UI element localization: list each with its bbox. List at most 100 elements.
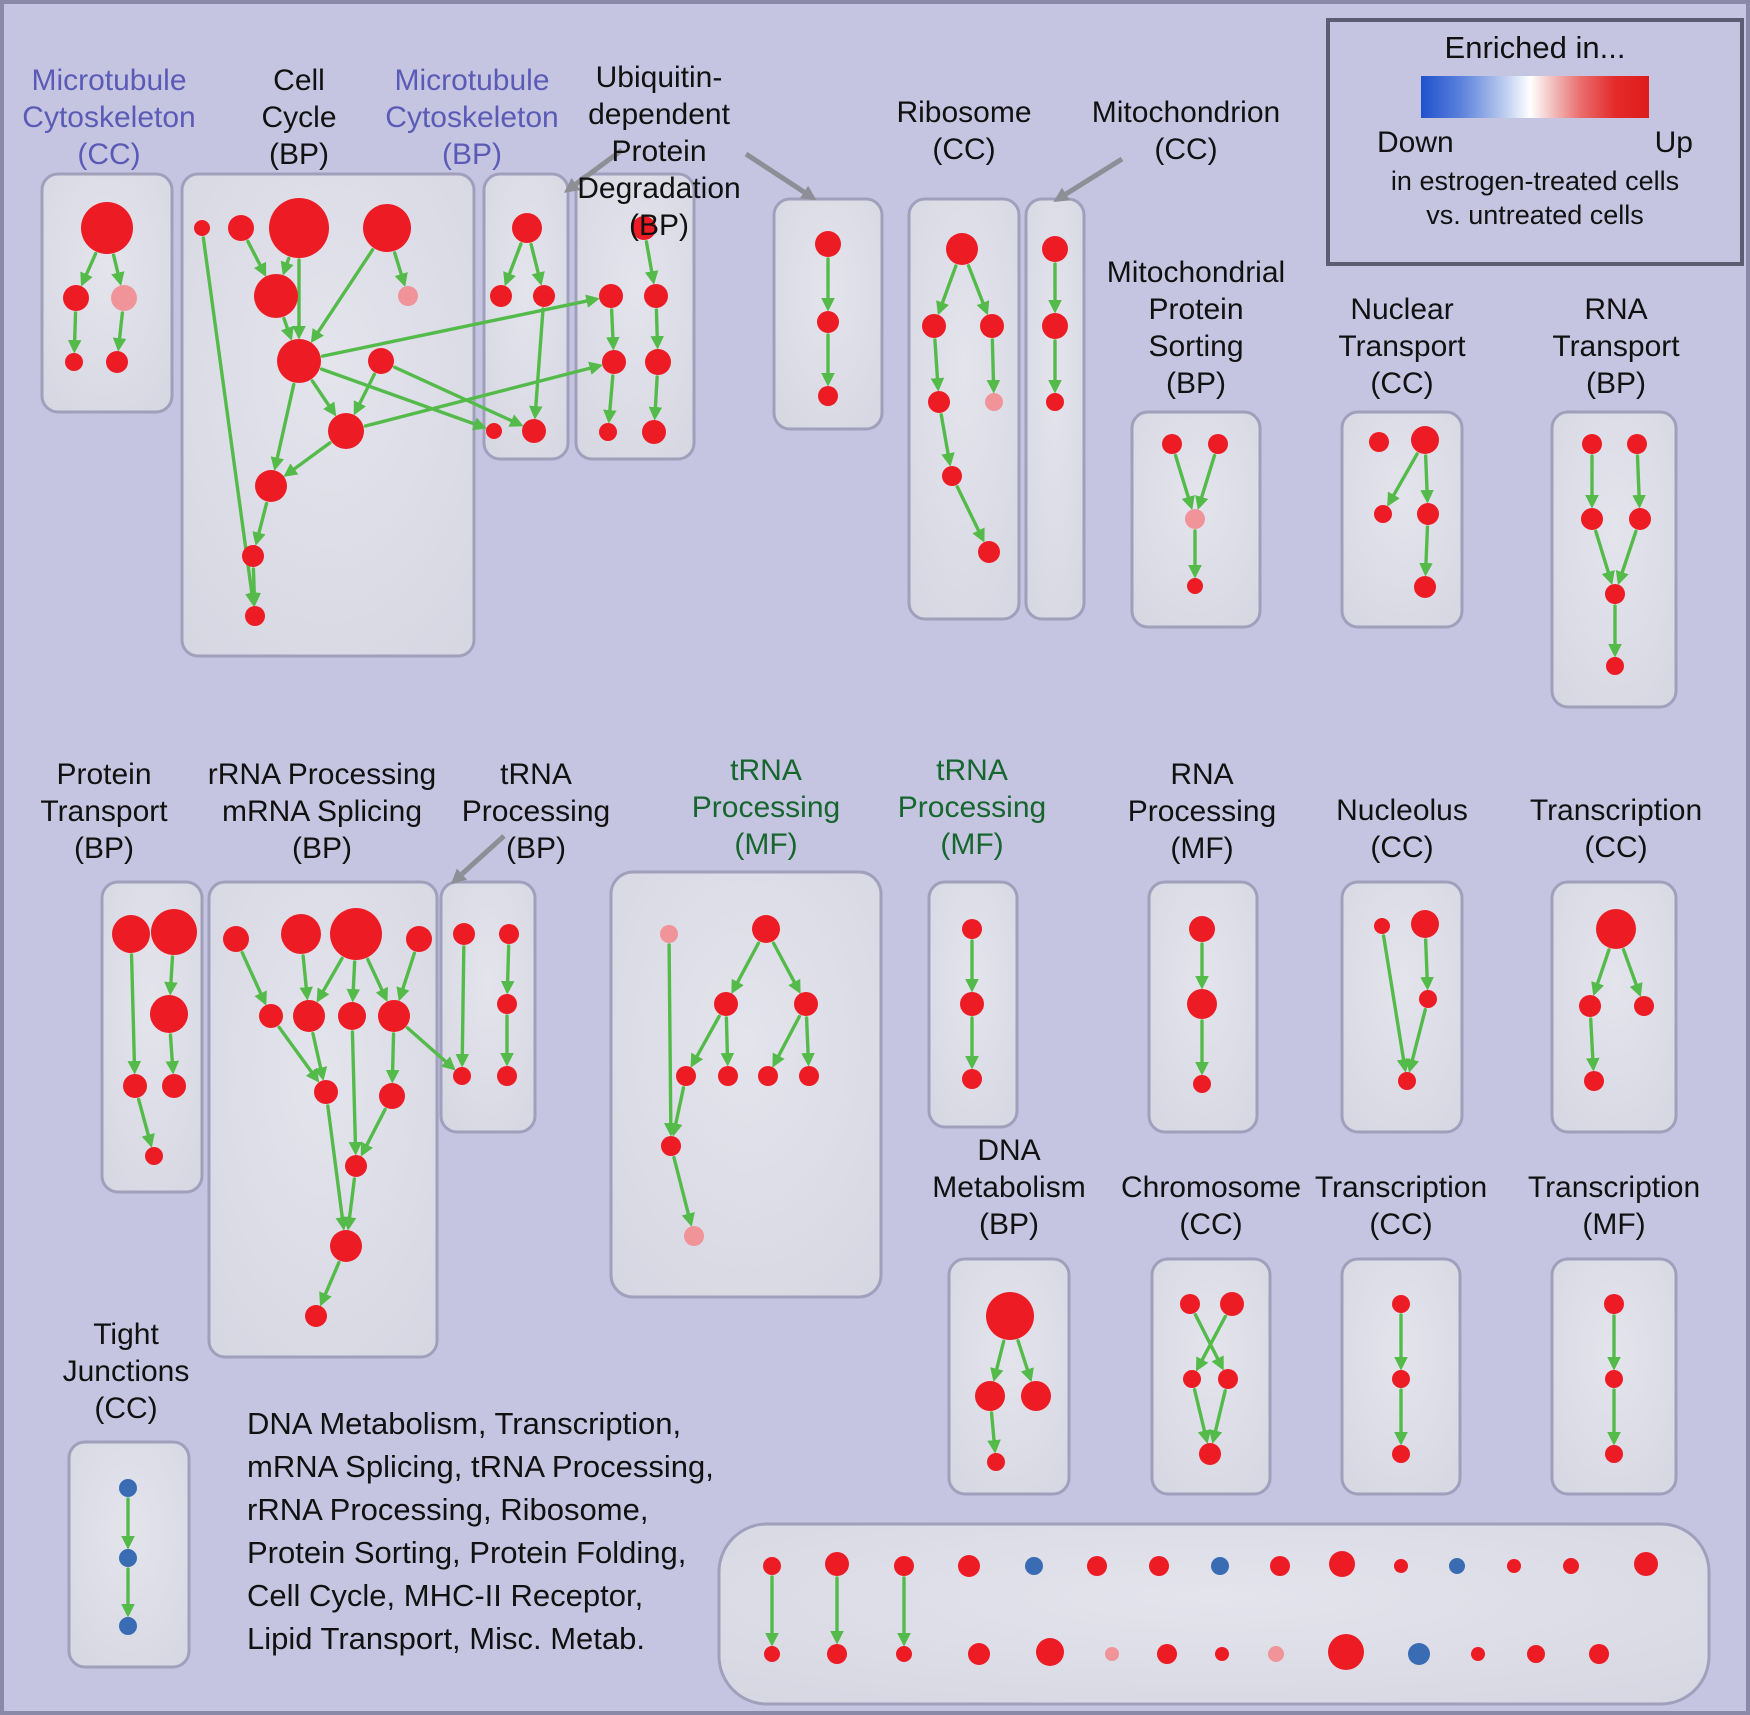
relation-edge (67, 311, 82, 354)
cell-cycle-node-b (228, 215, 254, 241)
cluster-box-protein-transport (100, 880, 204, 1194)
microtubule-cc-node-d (65, 353, 83, 371)
relation-edge (353, 372, 376, 416)
microtubule-bp-node-c (533, 285, 555, 307)
label-mitochondrion: Mitochondrion (CC) (1091, 96, 1281, 166)
dna-metabolism-node-a (986, 1292, 1034, 1340)
tight-junctions-node-b (119, 1549, 137, 1567)
rrna-mrna-node-c (330, 908, 382, 960)
cell-cycle-node-f (398, 286, 418, 306)
relation-edge (1405, 1007, 1427, 1073)
cluster-box-nucleolus (1340, 880, 1464, 1134)
trna-mf-1-node-i (661, 1136, 681, 1156)
mito-sorting-node-a (1162, 434, 1182, 454)
relation-edge (247, 567, 262, 607)
microtubule-cc-node-e (106, 351, 128, 373)
nuclear-transport-node-c (1374, 505, 1392, 523)
relation-edge (606, 308, 620, 351)
cluster-box-trna-mf-1 (609, 870, 883, 1299)
relation-edge (270, 382, 296, 471)
trna-mf-2-node-c (962, 1069, 982, 1089)
label-trna-mf-2: tRNA Processing (MF) (897, 754, 1047, 861)
rrna-mrna-node-k (345, 1155, 367, 1177)
cluster-box-microtubule-bp (482, 172, 570, 461)
cluster-box-trna-bp (439, 880, 537, 1134)
relation-edge (1591, 948, 1611, 997)
label-tight-junctions: Tight Junctions (CC) (62, 1318, 190, 1425)
misc-node-t1 (763, 1557, 781, 1575)
ribosome-node-e (985, 393, 1003, 411)
rna-transport-node-c (1581, 508, 1603, 530)
misc-caption-line: Lipid Transport, Misc. Metab. (247, 1621, 645, 1656)
relation-edge (283, 441, 332, 477)
relation-edge (500, 944, 515, 995)
misc-node-t6 (1087, 1556, 1107, 1576)
label-rna-proc-mf: RNA Processing (MF) (1127, 758, 1277, 865)
label-nucleolus: Nucleolus (CC) (1336, 794, 1468, 864)
trna-bp-node-a (453, 923, 475, 945)
relation-edge (1615, 529, 1638, 586)
trna-bp-node-c (497, 994, 517, 1014)
legend-box: Enriched in... Down Up in estrogen-treat… (1326, 18, 1744, 266)
misc-node-t14 (1563, 1558, 1579, 1574)
ubiquitin-b-node-a (815, 231, 841, 257)
protein-transport-node-b (151, 909, 197, 955)
microtubule-cc-node-c (111, 285, 137, 311)
relation-edge (392, 251, 408, 288)
misc-node-t13 (1507, 1559, 1521, 1573)
relation-edge (955, 485, 985, 543)
misc-node-b5 (1036, 1638, 1064, 1666)
trna-bp-node-b (499, 924, 519, 944)
microtubule-bp-node-a (512, 213, 542, 243)
label-transcription-mf: Transcription (MF) (1527, 1171, 1701, 1241)
dna-metabolism-node-c (1021, 1381, 1051, 1411)
misc-node-t15 (1634, 1552, 1658, 1576)
microtubule-bp-node-e (522, 419, 546, 443)
transcription-cc-2-node-a (1392, 1295, 1410, 1313)
cell-cycle-node-h (368, 348, 394, 374)
misc-node-b14 (1589, 1644, 1609, 1664)
relation-edge (1594, 529, 1615, 586)
rna-transport-node-e (1605, 584, 1625, 604)
nuclear-transport-node-b (1411, 426, 1439, 454)
misc-node-b11 (1408, 1643, 1430, 1665)
trna-mf-1-node-c (714, 992, 738, 1016)
misc-node-b12 (1471, 1647, 1485, 1661)
nucleolus-node-d (1398, 1072, 1416, 1090)
misc-node-t3 (894, 1556, 914, 1576)
label-dna-metabolism: DNA Metabolism (BP) (932, 1134, 1086, 1241)
relation-edge (1381, 934, 1411, 1073)
rrna-mrna-node-i (314, 1080, 338, 1104)
relation-edge (966, 264, 990, 316)
label-transcription-cc-1: Transcription (CC) (1529, 794, 1703, 864)
nucleolus-node-b (1411, 910, 1439, 938)
misc-node-t7 (1149, 1556, 1169, 1576)
label-callout-arrow (563, 147, 624, 193)
relation-edge (311, 1031, 328, 1081)
trna-mf-2-node-b (960, 992, 984, 1016)
relation-edge (277, 1025, 320, 1083)
rrna-mrna-node-m (305, 1305, 327, 1327)
relation-edge (310, 379, 337, 417)
misc-node-b9 (1268, 1646, 1284, 1662)
transcription-mf-node-a (1604, 1294, 1624, 1314)
nuclear-transport-node-d (1417, 503, 1439, 525)
trna-mf-1-node-h (799, 1066, 819, 1086)
misc-node-t4 (958, 1555, 980, 1577)
rna-proc-mf-node-a (1189, 916, 1215, 942)
ubiquitin-a-node-g (642, 420, 666, 444)
rna-proc-mf-node-c (1193, 1075, 1211, 1093)
transcription-cc-2-node-b (1392, 1370, 1410, 1388)
relation-edge (360, 1107, 387, 1157)
rrna-mrna-node-l (330, 1230, 362, 1262)
ribosome-node-c (980, 314, 1004, 338)
trna-mf-1-node-g (758, 1066, 778, 1086)
trna-bp-node-d (453, 1067, 471, 1085)
ubiquitin-a-node-a (632, 216, 656, 240)
relation-edge (346, 960, 361, 1003)
relation-edge (771, 941, 801, 994)
ribosome-node-g (978, 541, 1000, 563)
relation-edge (690, 1014, 721, 1068)
relation-edge (1016, 1339, 1034, 1383)
protein-transport-node-f (145, 1147, 163, 1165)
